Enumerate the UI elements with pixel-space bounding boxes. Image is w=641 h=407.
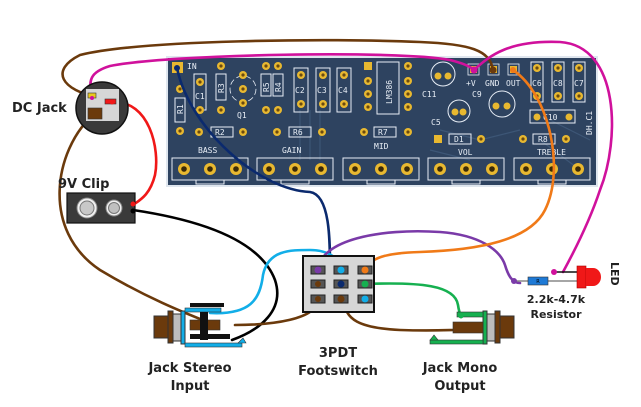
wire-red-power [110, 100, 158, 207]
pot-label-treble: TREBLE [537, 148, 566, 157]
pcb-part-r1: R1 [176, 104, 185, 114]
pcb-part-r2: R2 [215, 128, 225, 137]
input-jack [153, 303, 247, 348]
pcb-part-c11: C11 [422, 90, 437, 99]
dc-jack-label: DC Jack [12, 101, 67, 116]
wire-brown-switch-output [342, 297, 457, 332]
wire-lightblue-input [208, 248, 346, 315]
input-jack-label-1: Jack Stereo [147, 361, 231, 376]
pot-label-gain: GAIN [282, 146, 301, 155]
pcb-part-r6: R6 [293, 128, 303, 137]
pcb-label-out: OUT [506, 79, 521, 88]
wire-orange-out [363, 68, 556, 272]
dc-jack [75, 81, 129, 135]
pot-label-mid: MID [374, 142, 389, 151]
pcb-part-r5: R5 [262, 82, 271, 92]
pcb-part-c1: C1 [195, 92, 205, 101]
output-jack-label-1: Jack Mono [422, 361, 498, 376]
pcb-part-r3: R3 [217, 83, 226, 93]
wire-purple-led [316, 229, 522, 285]
pcb-label-gnd: GND [485, 79, 500, 88]
footswitch-label-2: Footswitch [298, 364, 378, 379]
pot-footprint-bass [171, 157, 249, 185]
pcb-part-c2: C2 [295, 86, 305, 95]
pcb-part-lm386: LM386 [385, 80, 394, 104]
pot-footprint-gain [256, 157, 334, 185]
battery-clip-label: 9V Clip [58, 177, 109, 192]
wire-brown-gnd-top [61, 38, 495, 100]
pcb-label-vplus: +V [466, 79, 476, 88]
resistor-label-1: 2.2k-4.7k [527, 293, 586, 306]
pot-label-vol: VOL [458, 148, 473, 157]
pcb-part-c7: C7 [574, 79, 584, 88]
pcb-part-r4: R4 [274, 82, 283, 92]
resistor-marking: R [536, 279, 540, 285]
input-jack-label-2: Input [171, 379, 210, 394]
pot-footprint-vol [427, 157, 505, 185]
pcb-part-c6: C6 [532, 79, 542, 88]
pot-label-bass: BASS [198, 146, 217, 155]
pcb-part-c4: C4 [338, 86, 348, 95]
pcb-label-in: IN [187, 62, 197, 71]
pcb-part-r8: R8 [538, 135, 548, 144]
wire-green-output [363, 282, 463, 318]
led-resistor: R [511, 265, 601, 289]
pcb-part-q1: Q1 [237, 111, 247, 120]
wire-magenta-vplus [89, 53, 476, 100]
resistor-label-2: Resistor [530, 308, 582, 321]
pcb-part-r7: R7 [378, 128, 388, 137]
footswitch-label-1: 3PDT [319, 346, 357, 361]
battery-clip [66, 192, 136, 224]
output-jack-label-2: Output [434, 379, 485, 394]
footswitch [302, 255, 375, 313]
pcb-part-c9: C9 [472, 90, 482, 99]
pot-footprint-mid [342, 157, 420, 185]
pcb-part-c5: C5 [431, 118, 441, 127]
pcb-part-d1: D1 [454, 135, 464, 144]
output-jack [429, 310, 515, 345]
pcb-part-c3: C3 [317, 86, 327, 95]
pcb-board: IN R1 C1 R3 Q1 R5 R4 [166, 56, 598, 187]
pcb-part-c10: C10 [543, 113, 558, 122]
pcb-part-c8: C8 [553, 79, 563, 88]
led-label: LED [608, 262, 621, 286]
wire-magenta-led [472, 40, 614, 274]
pcb-board-id: DH.C1 [585, 111, 594, 135]
